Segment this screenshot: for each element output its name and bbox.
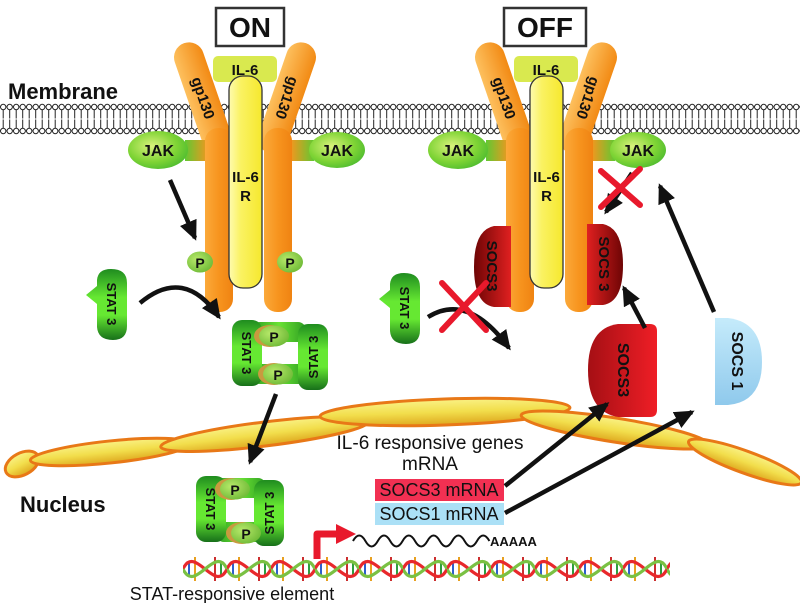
socs3-mrna-label: SOCS3 mRNA [379,480,498,500]
stat3-label: STAT 3 [306,336,321,379]
il6r-label-line2: R [541,188,552,205]
il6-ligand-band-off [514,56,578,82]
membrane-label: Membrane [8,79,118,104]
stat-responsive-element-label: STAT-responsive element [130,584,334,603]
jak-right-off [610,132,666,168]
inhibition-x-jak [598,166,643,210]
jak-label: JAK [142,143,174,160]
receptor-bar-left-off [506,128,534,312]
nuclear-envelope [3,396,800,487]
phospho-site-nucdimer-bottom [231,522,261,544]
phospho-site-dimer-bottom [263,363,293,385]
socs3-free [588,324,657,417]
arrow-socs3-to-receptor [622,285,647,330]
il6-ligand-label: IL-6 [533,62,560,79]
jak-label: JAK [622,143,654,160]
jak-label: JAK [321,143,353,160]
receptor-bar-right-off [565,128,593,312]
stat3-monomer-off: STAT 3 [379,273,420,344]
socs3-mrna-box [375,479,504,501]
arrow-socs1mrna-to-socs1 [503,410,695,515]
il6-ligand-label: IL-6 [232,62,259,79]
arrow-dimer-to-nucleus [247,393,279,465]
transcription-start-arrowhead [336,524,356,544]
socs3-bound-right-label: SOCS 3 [595,236,612,291]
arrow-socs1-to-jak [657,183,717,313]
receptor-complex-on: gp130 gp130 IL-6 IL-6 R JAK JAK P P [128,42,365,312]
gp130-arm-left-on: gp130 [174,42,232,154]
stat3-label: STAT 3 [262,492,277,535]
state-off-label: OFF [517,12,573,43]
il6-ligand-band-on [213,56,277,82]
phospho-label: P [195,255,204,271]
arrow-socs3mrna-to-socs3 [503,402,610,488]
il6r-label-line1: IL-6 [533,169,560,186]
phospho-label: P [285,255,294,271]
gp130-arm-right-off: gp130 [559,42,617,154]
jak-stem-left-on [185,140,209,161]
socs3-bound-right [587,224,623,305]
socs3-free-label: SOCS3 [614,343,631,397]
stat3-dimer-nucleus: STAT 3 STAT 3 P P [196,476,284,546]
phospho-label: P [273,367,282,383]
socs1-mrna-box [375,503,504,525]
inhibition-x-stat3 [439,280,489,333]
il6r-label-line1: IL-6 [232,169,259,186]
il6r-core-off [529,75,564,289]
stat3-label: STAT 3 [203,488,218,531]
dna-double-helix [183,552,670,586]
phospho-label: P [241,526,250,542]
il6r-core-on [228,75,263,289]
jak-left-on [128,131,188,169]
state-on-label: ON [229,12,271,43]
gp130-arm-left-off: gp130 [475,42,533,154]
transcription-start-arrow [313,530,337,559]
poly-a-label: AAAAA [490,534,538,549]
socs1-mrna-label: SOCS1 mRNA [379,504,498,524]
state-box-on [214,6,286,48]
responsive-genes-label-line1: IL-6 responsive genes [337,433,524,454]
jak-stem-right-off [591,140,615,161]
socs1-free [715,318,762,405]
responsive-genes-label-line2: mRNA [402,454,458,475]
jak-right-on [309,132,365,168]
phospho-label: P [269,329,278,345]
phospho-site-right-on [277,251,303,273]
socs1-free-label: SOCS 1 [728,332,745,391]
stat3-monomer-on: STAT 3 [86,269,127,340]
nucleus-label: Nucleus [20,492,106,517]
arrow-jak-to-phospho [167,179,198,241]
plasma-membrane [0,103,800,135]
phospho-label: P [230,482,239,498]
mrna-wavy-line [352,534,491,548]
receptor-complex-off: gp130 gp130 IL-6 IL-6 R JAK JAK SOCS3 SO… [428,42,666,312]
socs3-bound-left-label: SOCS3 [483,241,500,292]
receptor-bar-right-on [264,128,292,312]
jak-label: JAK [442,143,474,160]
arrow-stat3-to-dimer [138,285,221,320]
stat3-dimer-cytoplasm: STAT 3 STAT 3 P P [232,320,328,390]
jak-left-off [428,131,488,169]
il6r-label-line2: R [240,188,251,205]
phospho-site-dimer-top [259,325,289,347]
jak-stem-right-on [290,140,314,161]
phospho-site-nucdimer-top [220,478,250,500]
stat3-label: STAT 3 [104,283,119,326]
jak-stem-left-off [486,140,510,161]
state-box-off [502,6,588,48]
phospho-site-left-on [187,251,213,273]
stat3-label: STAT 3 [397,287,412,330]
stat3-label: STAT 3 [239,332,254,375]
